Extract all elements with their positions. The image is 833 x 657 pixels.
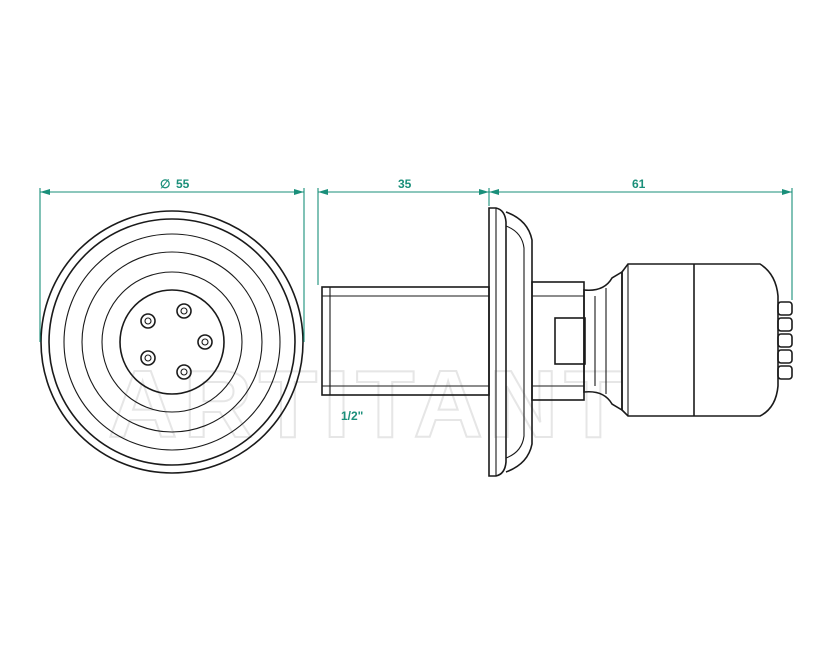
dimension-body-length: 61: [489, 177, 793, 300]
nozzle-hole-inner: [144, 317, 152, 325]
thread-size-label: 1/2": [341, 409, 363, 423]
inner-ring-2: [81, 251, 263, 433]
inner-ring-3: [101, 271, 243, 413]
thread-length-label: 35: [398, 177, 412, 191]
diameter-symbol: ∅: [160, 177, 170, 191]
flange-ring: [48, 218, 296, 466]
nozzle-holes: [140, 303, 213, 380]
dimension-diameter: ∅ 55: [39, 177, 305, 342]
nozzle-hole: [140, 350, 156, 366]
arrow-head: [782, 189, 792, 195]
arrow-head: [489, 189, 499, 195]
nozzle-hole: [197, 334, 213, 350]
nozzle-hole: [176, 364, 192, 380]
nozzle-hole: [176, 303, 192, 319]
inner-ring-1: [63, 233, 281, 451]
watermark-logo: ARTITANT: [108, 351, 629, 458]
arrow-head: [40, 189, 50, 195]
dimension-thread-length: 35: [317, 177, 490, 285]
nozzle-hole-inner: [180, 368, 188, 376]
arrow-head: [479, 189, 489, 195]
motor-body: [621, 263, 779, 417]
nozzle-plate: [119, 289, 225, 395]
connector-pins: [777, 301, 793, 380]
nozzle-hole-inner: [201, 338, 209, 346]
arrow-head: [318, 189, 328, 195]
nozzle-hole-inner: [144, 354, 152, 362]
front-view: [40, 210, 304, 474]
outer-ring: [40, 210, 304, 474]
side-view: [321, 207, 793, 477]
nozzle-hole-inner: [180, 307, 188, 315]
nozzle-hole: [140, 313, 156, 329]
arrow-head: [294, 189, 304, 195]
diameter-label: 55: [176, 177, 190, 191]
body-length-label: 61: [632, 177, 646, 191]
